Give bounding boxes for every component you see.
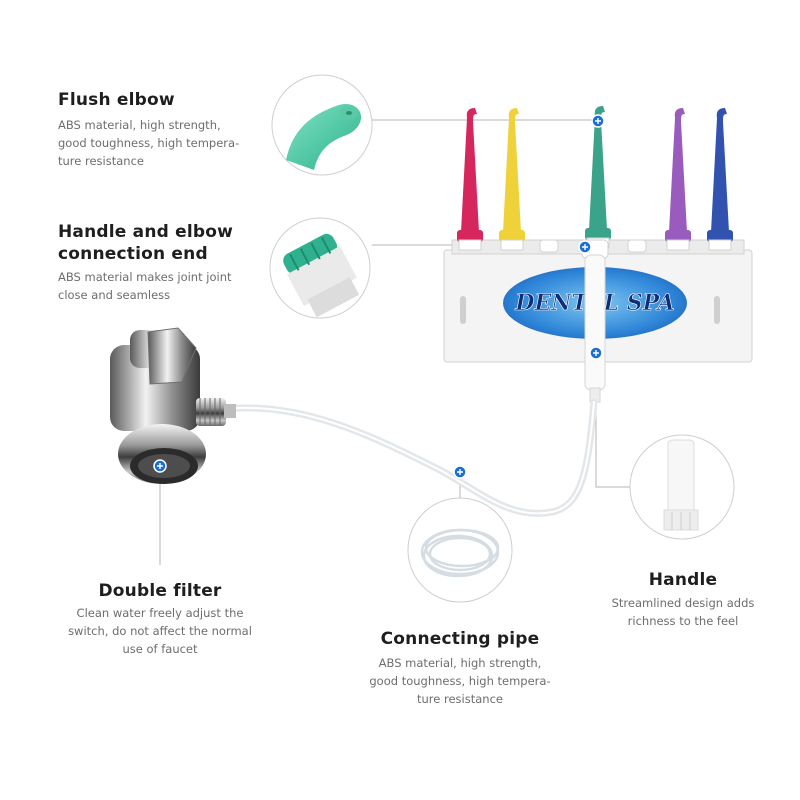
nozzle-5 bbox=[707, 108, 733, 251]
plus-markers bbox=[153, 114, 605, 479]
connecting-pipe-title: Connecting pipe bbox=[380, 629, 540, 649]
handle-elbow-title: Handle and elbow connection end bbox=[58, 222, 234, 264]
nozzles bbox=[457, 106, 733, 251]
connecting-pipe-detail bbox=[407, 497, 513, 603]
plus-marker-icon bbox=[453, 465, 467, 479]
plus-marker-icon bbox=[153, 459, 167, 473]
handle-detail bbox=[629, 434, 735, 540]
connecting-tube bbox=[214, 398, 598, 517]
handle-body bbox=[581, 239, 609, 403]
double-filter-desc: Clean water freely adjust the switch, do… bbox=[68, 606, 252, 656]
flush-elbow-desc: ABS material, high strength, good toughn… bbox=[58, 118, 240, 168]
faucet-adapter bbox=[110, 327, 236, 484]
nozzle-2 bbox=[499, 108, 525, 251]
plus-marker-icon bbox=[589, 346, 603, 360]
handle-desc: Streamlined design adds richness to the … bbox=[611, 596, 755, 628]
connection-end-detail bbox=[269, 217, 371, 319]
handle-title: Handle bbox=[648, 570, 718, 590]
flush-elbow-detail bbox=[271, 74, 373, 176]
nozzle-4 bbox=[665, 108, 691, 251]
connecting-pipe-desc: ABS material, high strength, good toughn… bbox=[369, 656, 551, 706]
plus-marker-icon bbox=[578, 240, 592, 254]
flush-elbow-title: Flush elbow bbox=[58, 90, 175, 110]
handle-elbow-desc: ABS material makes joint joint close and… bbox=[58, 270, 232, 302]
plus-marker-icon bbox=[591, 114, 605, 128]
nozzle-1 bbox=[457, 108, 483, 251]
double-filter-title: Double filter bbox=[98, 581, 222, 601]
